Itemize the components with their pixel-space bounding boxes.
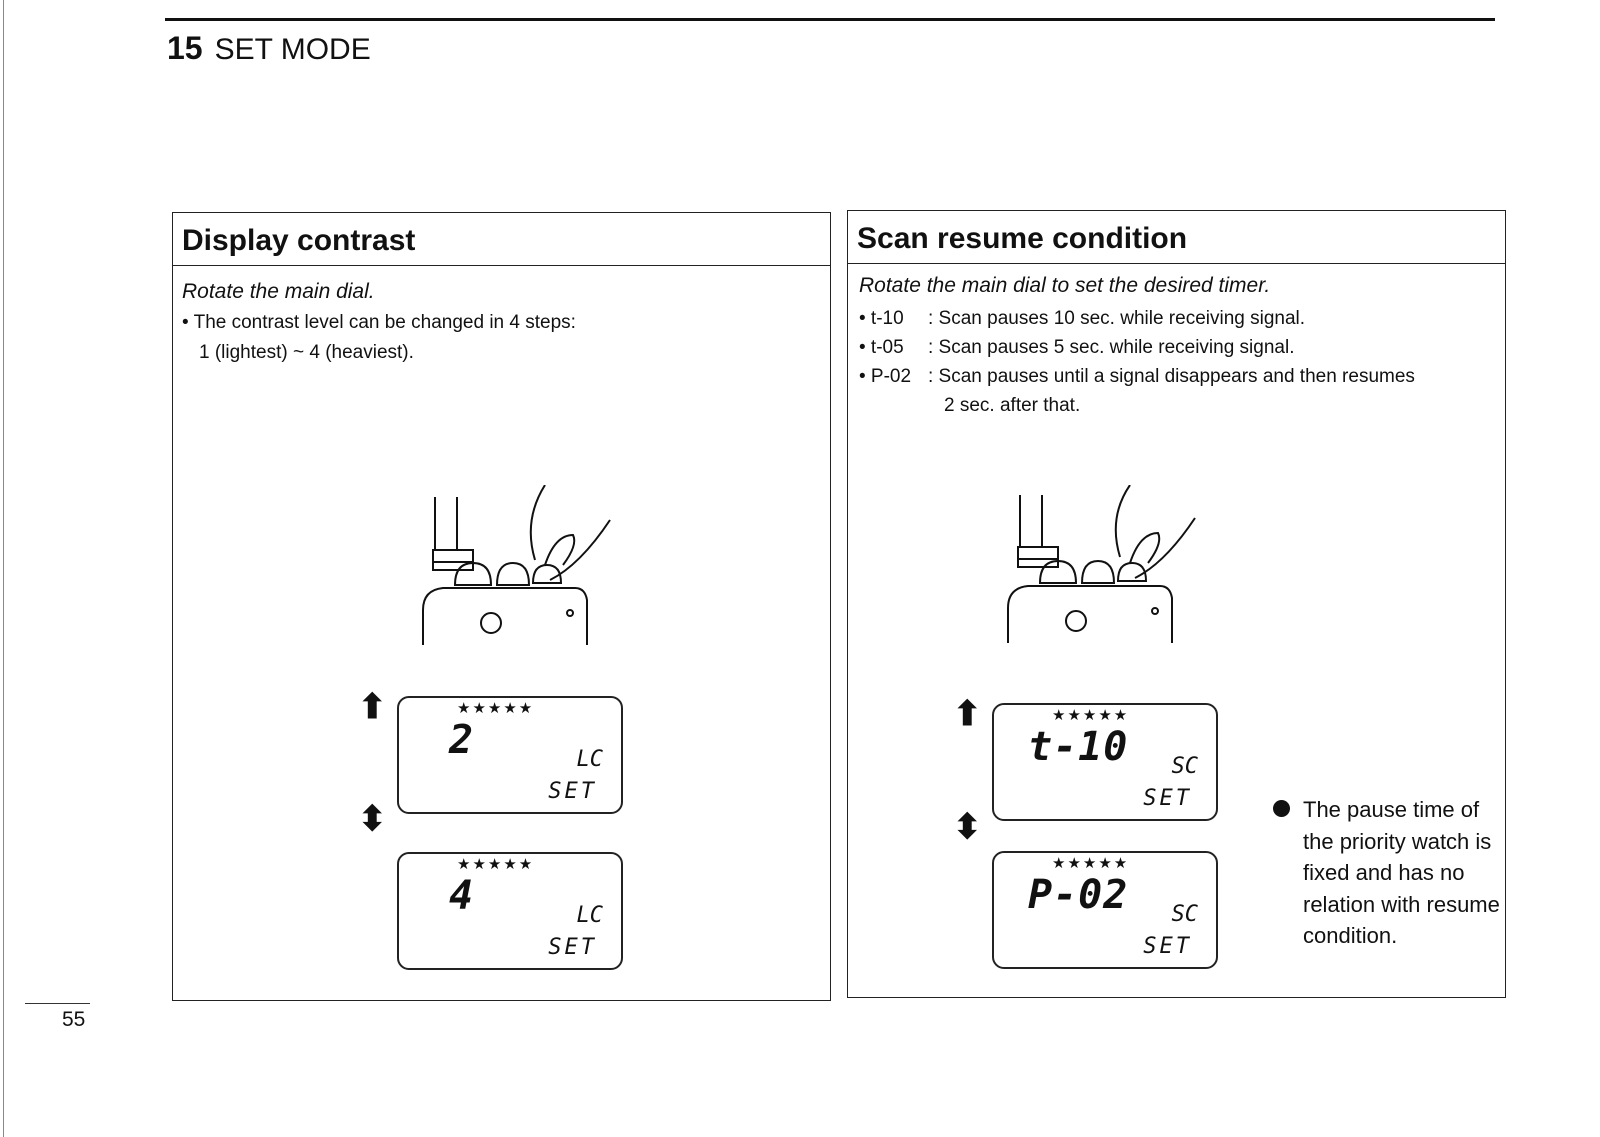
section-title: SET MODE: [214, 33, 371, 66]
option-code: • t-10: [859, 308, 904, 329]
stars: ★★★★★: [457, 856, 535, 873]
description-line: • The contrast level can be changed in 4…: [182, 312, 576, 333]
lcd-display: ★★★★★ P-02 SC SET: [992, 851, 1218, 969]
page-header: 15 SET MODE: [167, 30, 371, 68]
up-arrow-icon: ⬆: [358, 688, 387, 726]
lcd-value: 4: [449, 873, 475, 919]
bullet-icon: [1273, 800, 1290, 817]
description-line: 1 (lightest) ~ 4 (heaviest).: [199, 342, 414, 363]
page-edge: [3, 0, 4, 1137]
section-number: 15: [167, 30, 203, 66]
stars: ★★★★★: [457, 700, 535, 717]
stars: ★★★★★: [1052, 855, 1130, 872]
lcd-mode: LC: [576, 903, 604, 928]
instruction: Rotate the main dial to set the desired …: [859, 274, 1271, 297]
display-contrast-panel: Display contrast Rotate the main dial. •…: [172, 212, 831, 1001]
option-continuation: 2 sec. after that.: [944, 395, 1081, 416]
lcd-set: SET: [1143, 934, 1192, 959]
lcd-value: t-10: [1028, 724, 1129, 770]
lcd-display: ★★★★★ 2 LC SET: [397, 696, 623, 814]
priority-note: The pause time of the priority watch is …: [1303, 797, 1500, 948]
lcd-set: SET: [548, 935, 597, 960]
stars: ★★★★★: [1052, 707, 1130, 724]
option-desc: : Scan pauses until a signal disappears …: [928, 366, 1415, 387]
option-desc: : Scan pauses 10 sec. while receiving si…: [928, 308, 1306, 329]
lcd-display: ★★★★★ t-10 SC SET: [992, 703, 1218, 821]
lcd-mode: LC: [576, 747, 604, 772]
option-code: • P-02: [859, 366, 912, 387]
up-down-arrow-icon: ⬍: [358, 800, 387, 838]
panel-title: Display contrast: [173, 213, 830, 266]
page-number-rule: [25, 1003, 90, 1004]
lcd-value: 2: [449, 717, 475, 763]
lcd-value: P-02: [1028, 872, 1129, 918]
up-arrow-icon: ⬆: [953, 695, 982, 733]
header-rule: [165, 18, 1495, 21]
option-code: • t-05: [859, 337, 904, 358]
lcd-mode: SC: [1171, 754, 1199, 779]
panel-title: Scan resume condition: [848, 211, 1505, 264]
lcd-mode: SC: [1171, 902, 1199, 927]
instruction: Rotate the main dial.: [182, 280, 375, 303]
lcd-display: ★★★★★ 4 LC SET: [397, 852, 623, 970]
radio-dial-illustration: [422, 485, 611, 645]
radio-dial-illustration: [1007, 485, 1196, 643]
option-desc: : Scan pauses 5 sec. while receiving sig…: [928, 337, 1295, 358]
lcd-set: SET: [1143, 786, 1192, 811]
scan-resume-panel: Scan resume condition Rotate the main di…: [847, 210, 1506, 998]
up-down-arrow-icon: ⬍: [953, 808, 982, 846]
page-number: 55: [62, 1008, 86, 1031]
lcd-set: SET: [548, 779, 597, 804]
